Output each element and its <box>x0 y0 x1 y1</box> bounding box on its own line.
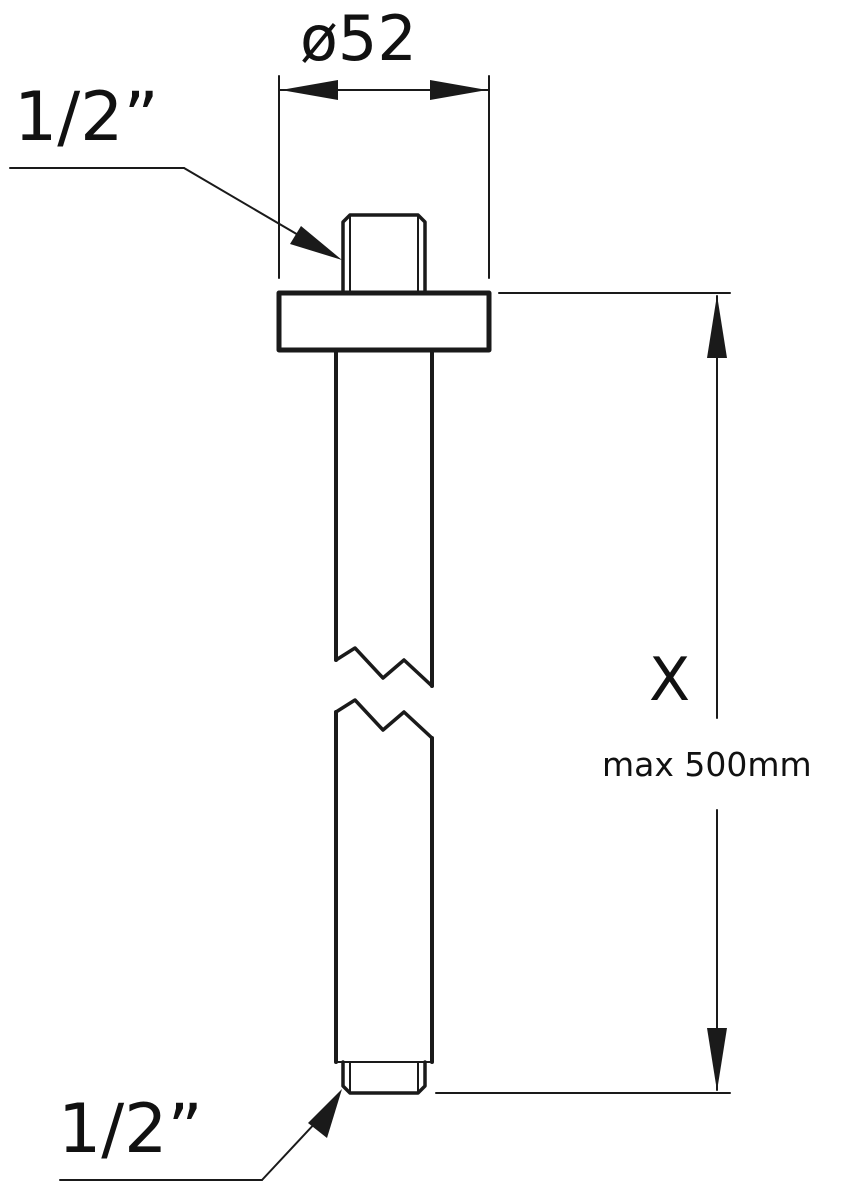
bottom-thread-end <box>335 1060 433 1095</box>
length-symbol-label: X <box>649 645 691 715</box>
flange <box>276 290 492 353</box>
diameter-dimension <box>278 75 490 279</box>
bottom-thread-leader <box>59 1089 342 1181</box>
diameter-label: ø52 <box>300 2 417 75</box>
pipe-lower-section <box>334 698 434 1064</box>
top-thread-size-label: 1/2” <box>14 78 159 157</box>
top-thread-leader <box>9 167 342 260</box>
top-thread-nipple <box>341 213 427 295</box>
bottom-thread-size-label: 1/2” <box>58 1090 203 1169</box>
length-dimension <box>435 292 731 1094</box>
length-limit-label: max 500mm <box>602 745 812 784</box>
pipe-upper-section <box>334 348 434 688</box>
